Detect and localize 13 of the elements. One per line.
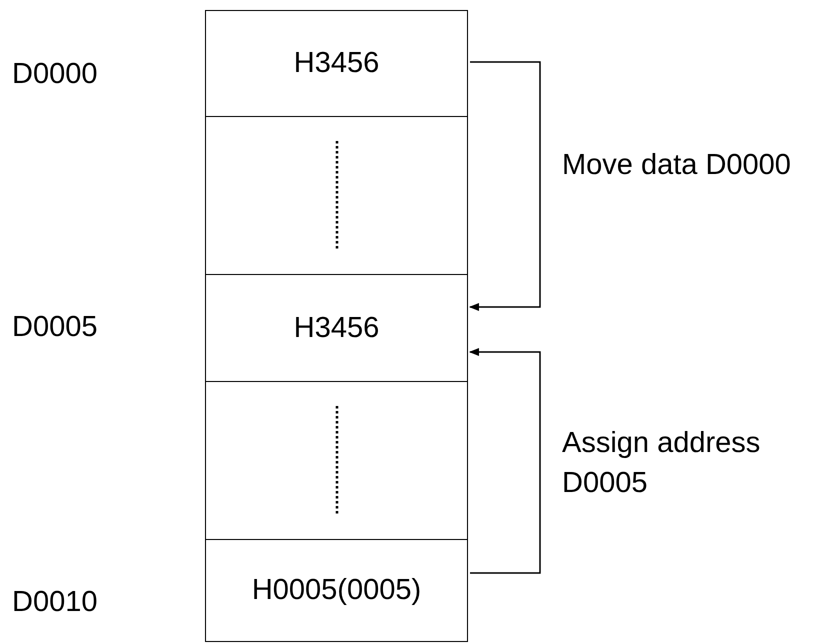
memory-gap-cell: [205, 381, 468, 540]
memory-cell: [205, 274, 468, 382]
address-label: D0010: [12, 586, 98, 619]
bracket-arrow: [469, 61, 541, 311]
address-label: D0005: [12, 311, 98, 344]
cell-value: H3456: [294, 312, 380, 344]
memory-cell: [205, 10, 468, 117]
address-label: D0000: [12, 58, 98, 91]
bracket-arrow: [469, 348, 541, 574]
memory-cell: [205, 539, 468, 642]
cell-value: H0005(0005): [252, 574, 422, 607]
cell-value: H3456: [294, 47, 380, 80]
memory-gap-cell: [205, 116, 468, 275]
